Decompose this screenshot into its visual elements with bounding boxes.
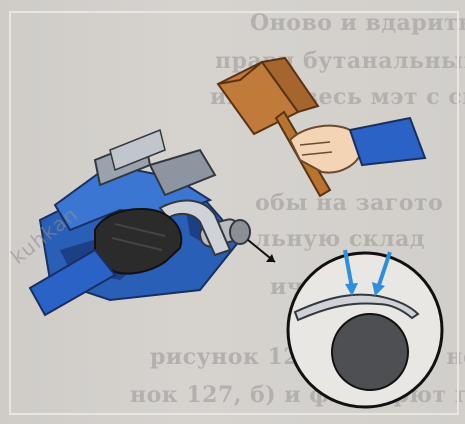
magnifier-callout-icon [288,250,442,407]
hand-icon [290,118,425,173]
arrow-icon [248,240,275,262]
